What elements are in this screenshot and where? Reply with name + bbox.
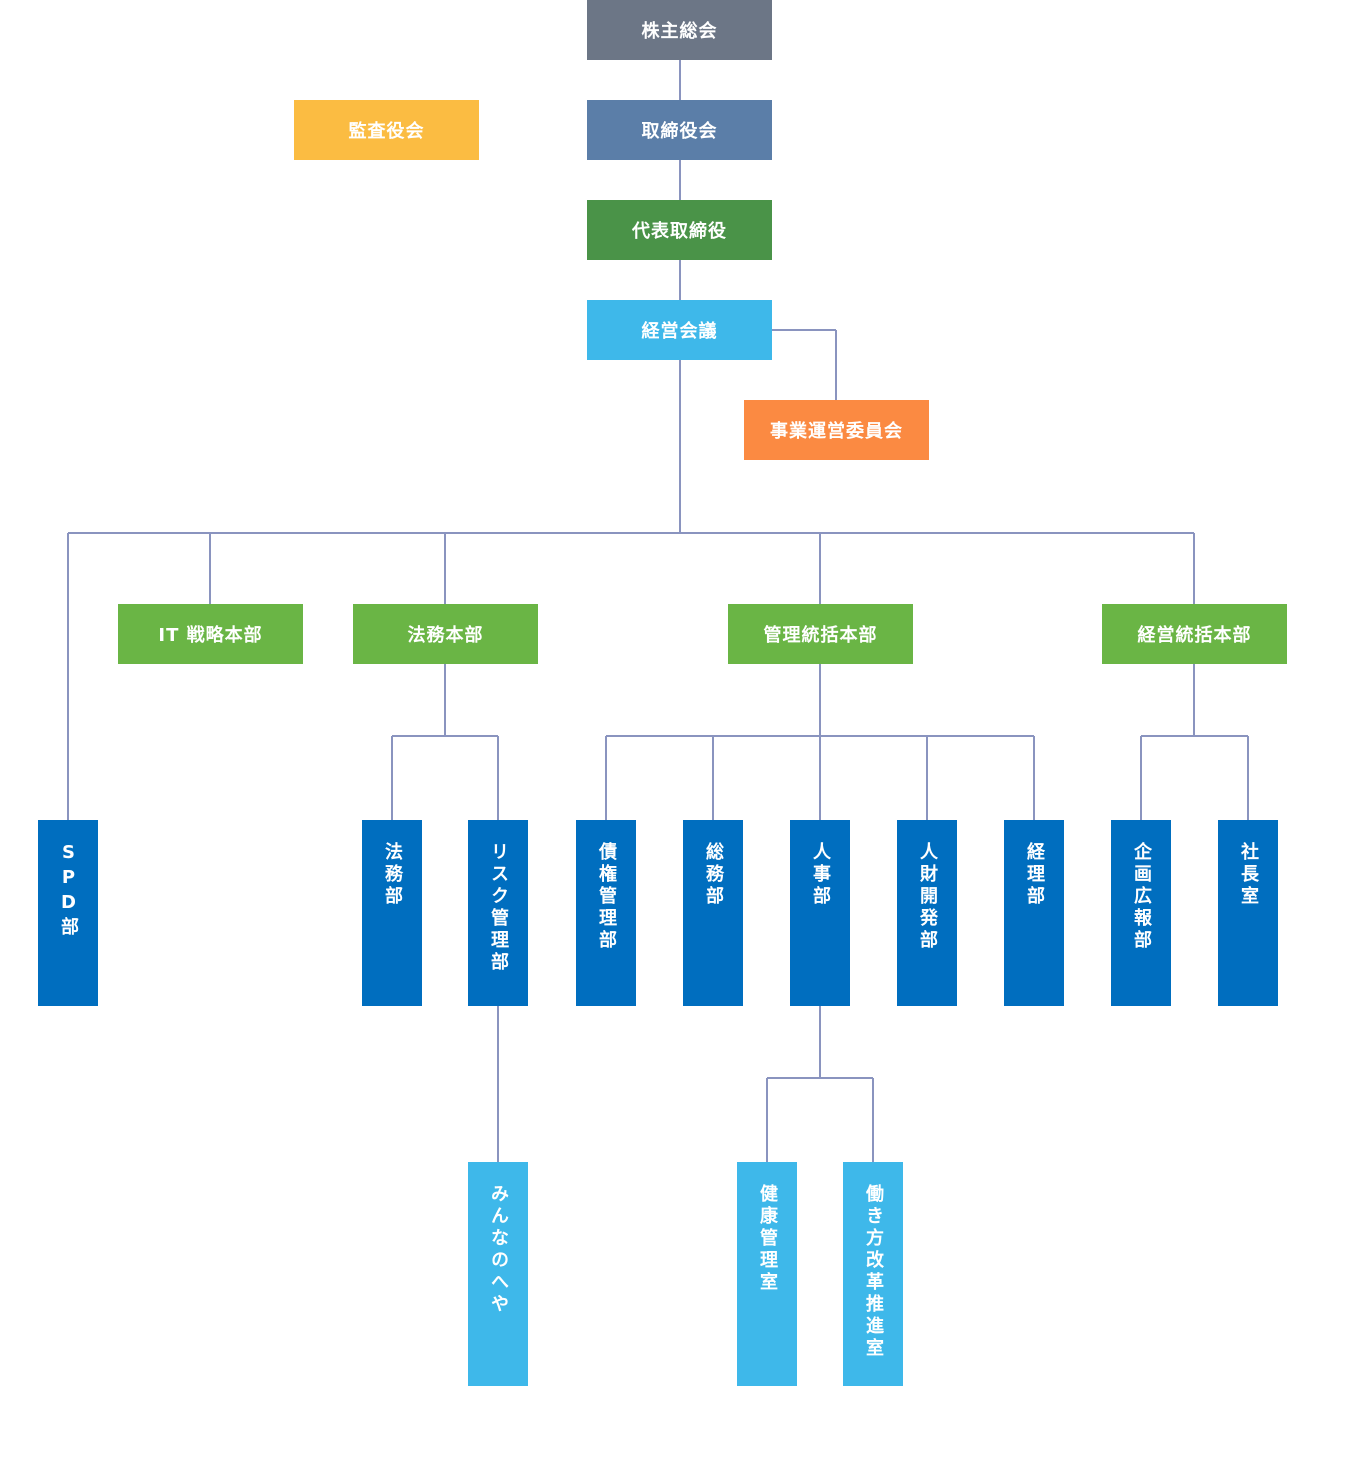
node-pr: 企画広報部 [1111, 820, 1171, 1006]
node-board: 取締役会 [587, 100, 772, 160]
node-label: 社長室 [1238, 842, 1259, 908]
node-label: SPD部 [58, 842, 79, 939]
node-president-office: 社長室 [1218, 820, 1278, 1006]
node-label: 代表取締役 [632, 221, 727, 242]
node-mgmt-division: 経営統括本部 [1102, 604, 1287, 664]
node-label: 経理部 [1024, 842, 1045, 908]
node-admin-division: 管理統括本部 [728, 604, 913, 664]
node-risk: リスク管理部 [468, 820, 528, 1006]
node-workstyle: 働き方改革推進室 [843, 1162, 903, 1386]
node-talent: 人財開発部 [897, 820, 957, 1006]
node-label: 株主総会 [641, 21, 718, 42]
node-label: 総務部 [703, 842, 724, 908]
node-shareholders: 株主総会 [587, 0, 772, 60]
node-management: 経営会議 [587, 300, 772, 360]
node-business-committee: 事業運営委員会 [744, 400, 929, 460]
node-label: みんなのへや [488, 1184, 509, 1316]
node-accounting: 経理部 [1004, 820, 1064, 1006]
node-label: IT 戦略本部 [158, 625, 263, 646]
node-health: 健康管理室 [737, 1162, 797, 1386]
node-hr: 人事部 [790, 820, 850, 1006]
node-legal-division: 法務本部 [353, 604, 538, 664]
node-ceo: 代表取締役 [587, 200, 772, 260]
node-label: リスク管理部 [488, 842, 509, 974]
node-label: 企画広報部 [1131, 842, 1152, 952]
node-spd: SPD部 [38, 820, 98, 1006]
node-label: 管理統括本部 [763, 625, 878, 646]
node-label: 取締役会 [641, 121, 718, 142]
node-audit: 監査役会 [294, 100, 479, 160]
node-label: 法務本部 [407, 625, 484, 646]
node-minna: みんなのへや [468, 1162, 528, 1386]
node-label: 人事部 [810, 842, 831, 908]
node-label: 健康管理室 [757, 1184, 778, 1294]
node-legal: 法務部 [362, 820, 422, 1006]
node-it: IT 戦略本部 [118, 604, 303, 664]
node-credit: 債権管理部 [576, 820, 636, 1006]
node-label: 経営会議 [641, 321, 718, 342]
node-label: 法務部 [382, 842, 403, 908]
node-label: 監査役会 [348, 121, 425, 142]
node-label: 働き方改革推進室 [863, 1184, 884, 1360]
node-label: 人財開発部 [917, 842, 938, 952]
node-label: 事業運営委員会 [770, 421, 903, 442]
node-label: 債権管理部 [596, 842, 617, 952]
node-label: 経営統括本部 [1137, 625, 1252, 646]
node-general: 総務部 [683, 820, 743, 1006]
